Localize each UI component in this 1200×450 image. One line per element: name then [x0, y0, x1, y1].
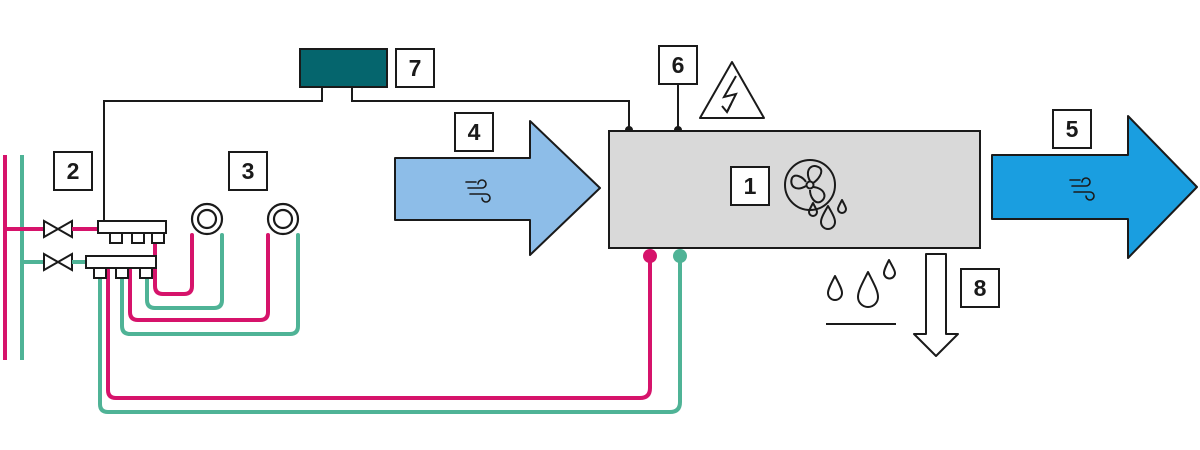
label-7: 7	[409, 55, 422, 81]
label-box-7: 7	[395, 48, 435, 88]
condensate-arrow	[913, 253, 959, 357]
label-box-5: 5	[1052, 109, 1092, 149]
valve-icon-cold	[43, 252, 73, 272]
condensate-drops-icon	[826, 259, 896, 325]
outlet-air-arrow	[991, 115, 1198, 259]
wind-icon-inlet	[465, 179, 491, 203]
wind-icon-outlet	[1069, 177, 1095, 201]
main-unit-box	[608, 130, 981, 249]
coil-ring-icon-1	[190, 202, 224, 236]
droplets-icon-unit	[808, 199, 847, 230]
manifold-hot	[97, 220, 167, 244]
valve-icon-hot	[43, 219, 73, 239]
pipe-port-hot	[643, 249, 657, 263]
label-box-2: 2	[53, 151, 93, 191]
label-1: 1	[744, 173, 757, 199]
controller-box	[299, 48, 388, 88]
high-voltage-icon	[699, 61, 765, 119]
label-box-4: 4	[454, 112, 494, 152]
label-box-3: 3	[228, 151, 268, 191]
control-wiring	[103, 84, 679, 221]
label-3: 3	[242, 158, 255, 184]
manifold-cold	[85, 255, 157, 279]
label-box-6: 6	[658, 45, 698, 85]
label-8: 8	[974, 275, 987, 301]
pipe-port-cold	[673, 249, 687, 263]
inlet-air-arrow	[394, 120, 601, 256]
label-5: 5	[1066, 116, 1079, 142]
label-4: 4	[468, 119, 481, 145]
label-6: 6	[672, 52, 685, 78]
coil-ring-icon-2	[266, 202, 300, 236]
main-risers	[3, 155, 44, 360]
label-2: 2	[67, 158, 80, 184]
label-box-8: 8	[960, 268, 1000, 308]
label-box-1: 1	[730, 166, 770, 206]
pipe-loops	[98, 233, 682, 414]
